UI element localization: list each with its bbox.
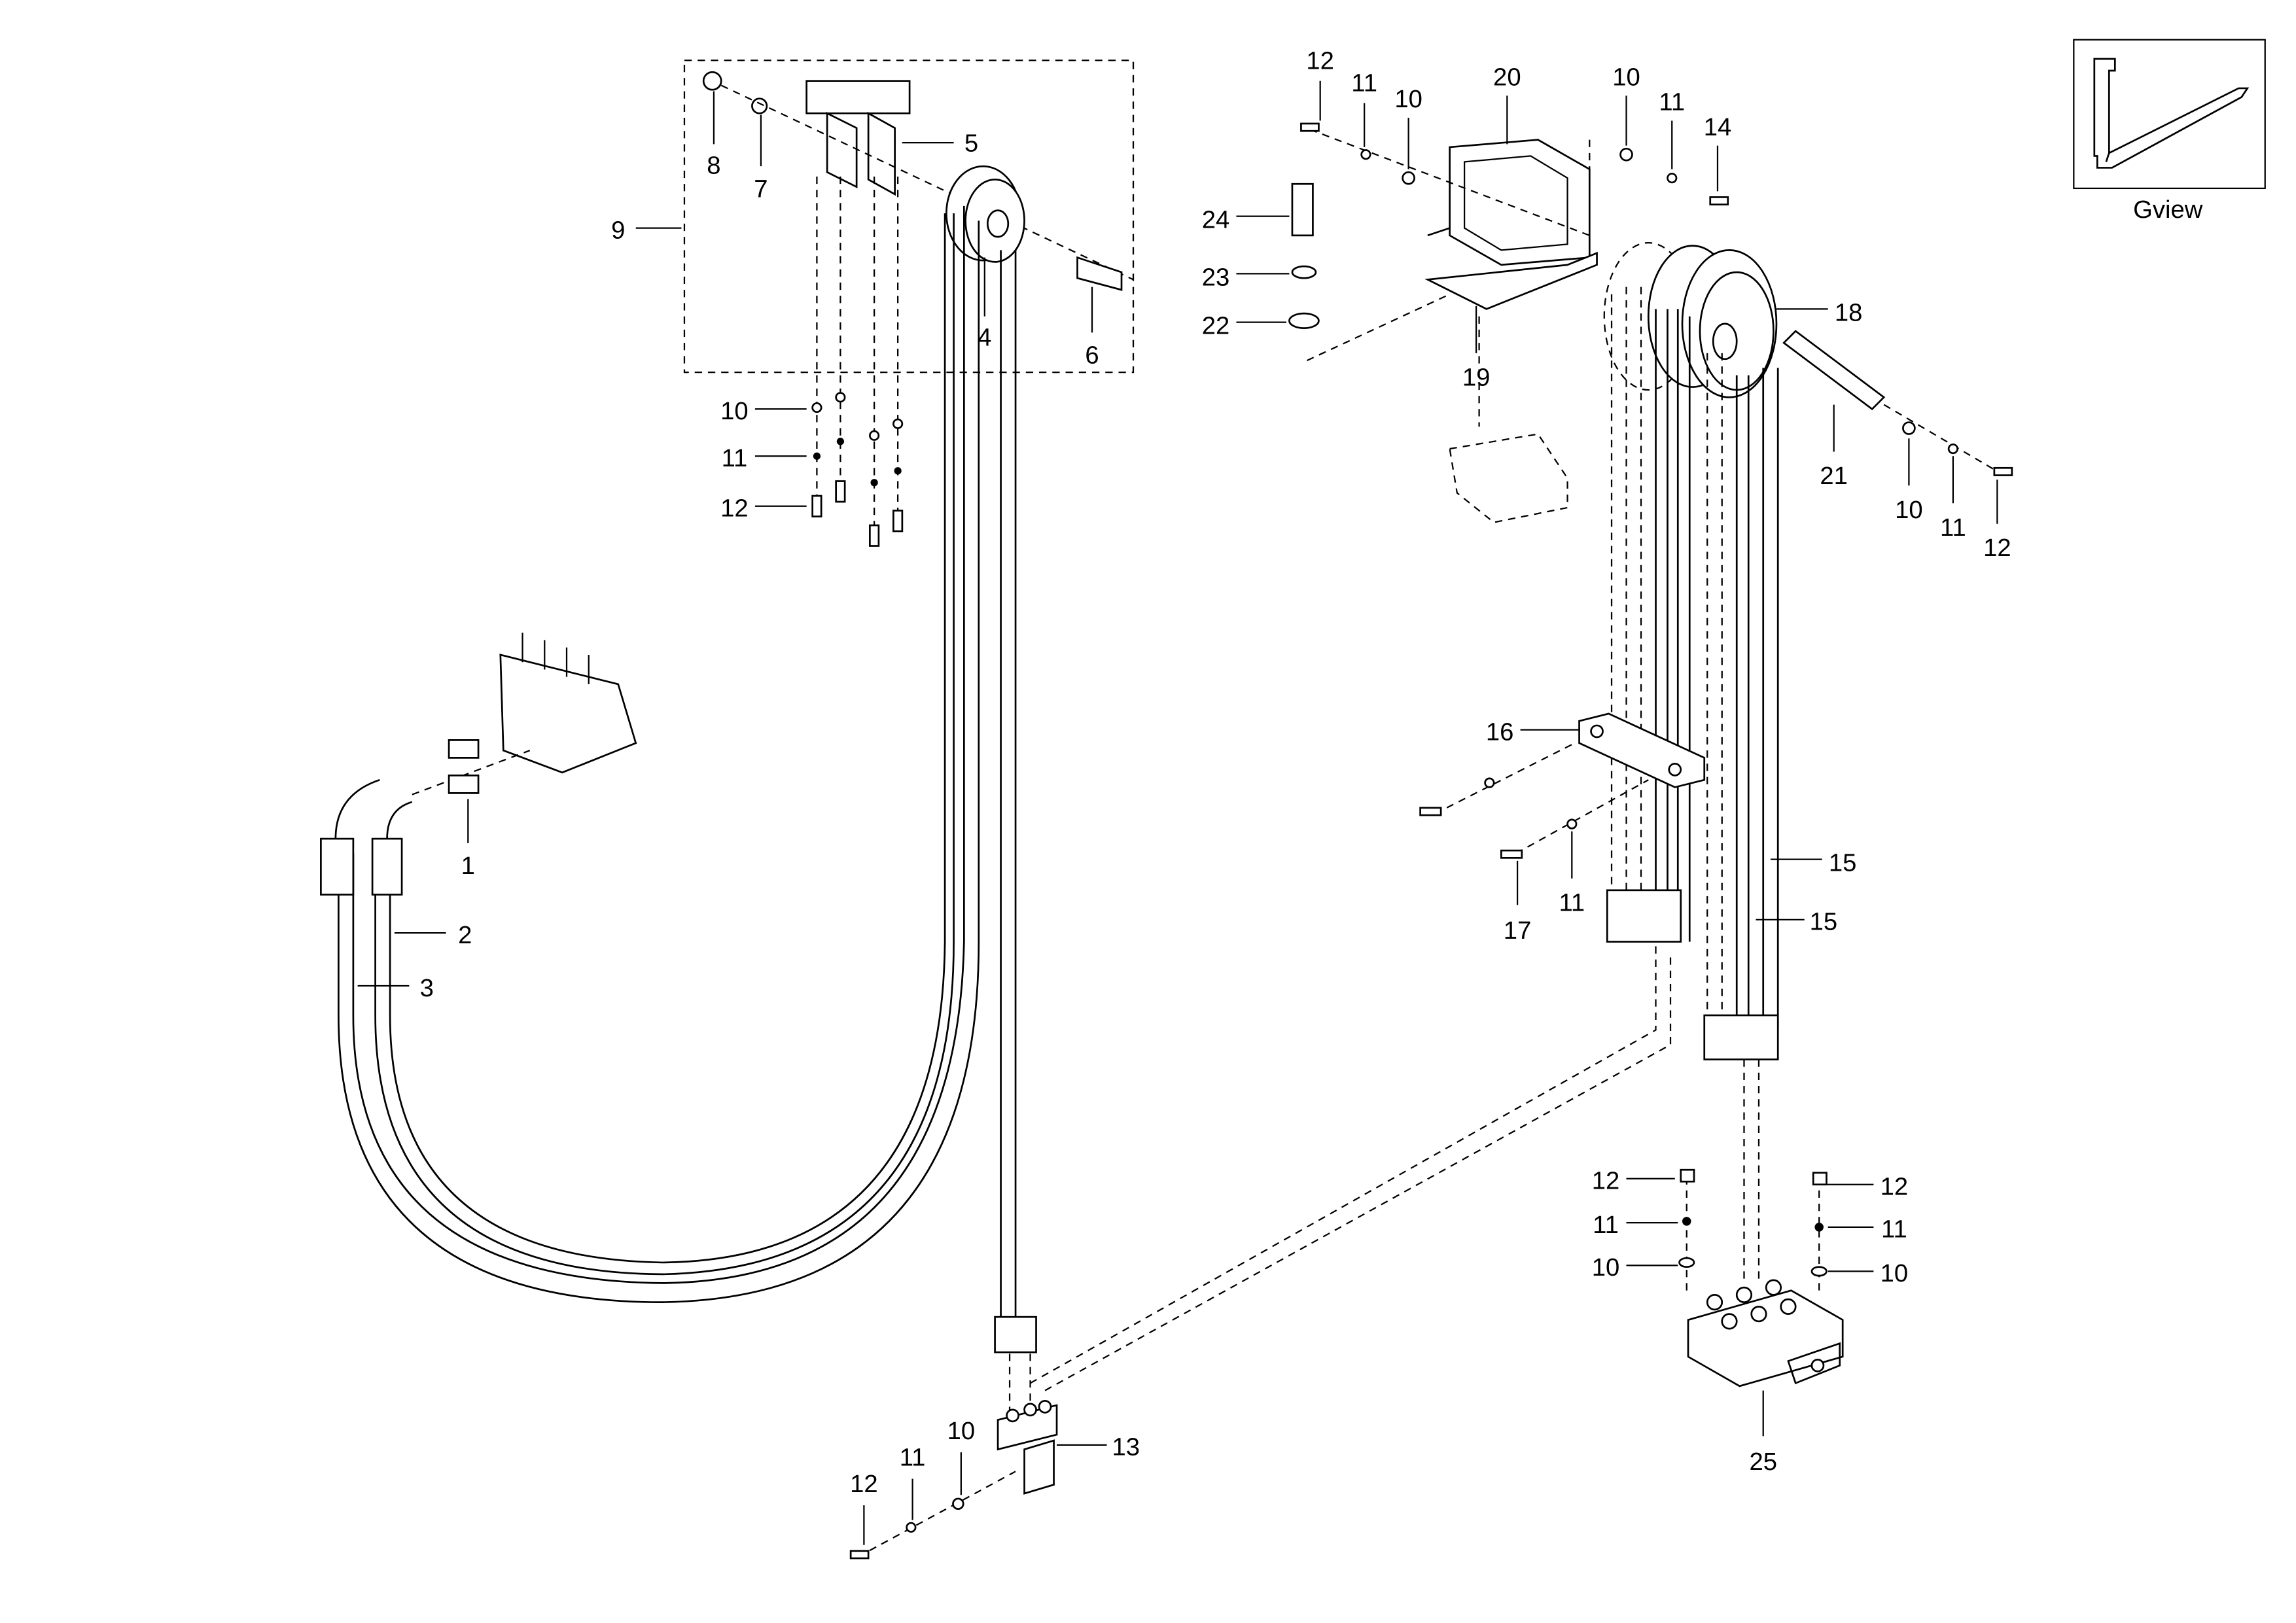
callout-13: 13 [1112,1433,1140,1461]
callout-21: 21 [1820,462,1848,490]
callout-24: 24 [1202,206,1230,234]
clamp-16 [1578,712,1706,788]
callout-10: 10 [1394,85,1422,113]
fittings-1 [448,739,480,794]
callout-11: 11 [1881,1215,1907,1244]
callout-11: 11 [1593,1211,1619,1239]
nut-23 [1291,265,1317,279]
callout-20: 20 [1493,63,1521,91]
callout-17: 17 [1504,916,1532,945]
callout-16: 16 [1486,718,1514,746]
shaft-21 [1782,330,1886,411]
callout-12: 12 [1306,47,1334,75]
callout-4: 4 [978,324,991,352]
callout-labels: 8 7 5 9 4 6 10 11 12 1 2 3 13 10 11 12 1… [420,47,2011,1498]
callout-11: 11 [1351,69,1377,97]
cylinder-reference [1449,433,1568,523]
hoses-15 [1606,287,1779,1060]
bracket-part [805,80,911,196]
pin-6 [1076,256,1123,291]
hoses-2-3 [320,205,1037,1353]
callout-11: 11 [1940,514,1966,542]
assembly-9-boundary [683,60,1135,374]
fasteners-bracket [811,176,904,547]
control-valve [412,633,637,795]
pulley-18 [1603,242,1778,398]
callout-11: 11 [900,1443,926,1471]
callout-12: 12 [720,495,749,523]
fork-illustration [2093,58,2250,169]
washer-22 [1288,312,1320,329]
bolt-24 [1291,183,1314,237]
callout-11: 11 [1559,888,1585,916]
pulley-4 [945,165,1025,263]
gview-inset: Gview [2073,39,2266,224]
manifold-block-25 [1687,1279,1844,1387]
callout-11: 11 [1659,88,1685,116]
nut-8 [702,71,722,91]
callout-2: 2 [458,921,472,949]
callout-12: 12 [850,1470,878,1498]
hose-block-13 [997,1400,1058,1495]
callout-19: 19 [1462,363,1491,391]
callout-23: 23 [1202,263,1230,291]
callout-12: 12 [1881,1172,1909,1200]
bracket-20 [1424,139,1598,310]
callout-10: 10 [1612,63,1640,91]
gview-caption: Gview [2133,196,2203,224]
washer-7 [751,97,768,114]
callout-3: 3 [420,974,434,1002]
callout-5: 5 [964,130,978,158]
callout-10: 10 [1592,1253,1620,1282]
callout-9: 9 [611,216,625,244]
callout-12: 12 [1592,1166,1620,1195]
callout-12: 12 [1983,534,2011,562]
callout-18: 18 [1835,298,1863,326]
callout-25: 25 [1749,1448,1777,1476]
callout-10: 10 [1895,496,1923,524]
callout-1: 1 [461,852,475,880]
callout-10: 10 [1881,1259,1909,1287]
callout-10: 10 [720,397,749,425]
callout-6: 6 [1085,341,1099,370]
callout-8: 8 [707,151,720,179]
leader-lines [357,80,1998,1545]
callout-22: 22 [1202,312,1230,340]
callout-11: 11 [722,444,748,472]
callout-14: 14 [1704,113,1732,141]
callout-7: 7 [754,175,768,203]
callout-15: 15 [1829,849,1857,877]
callout-10: 10 [947,1417,976,1445]
callout-15: 15 [1810,908,1838,936]
